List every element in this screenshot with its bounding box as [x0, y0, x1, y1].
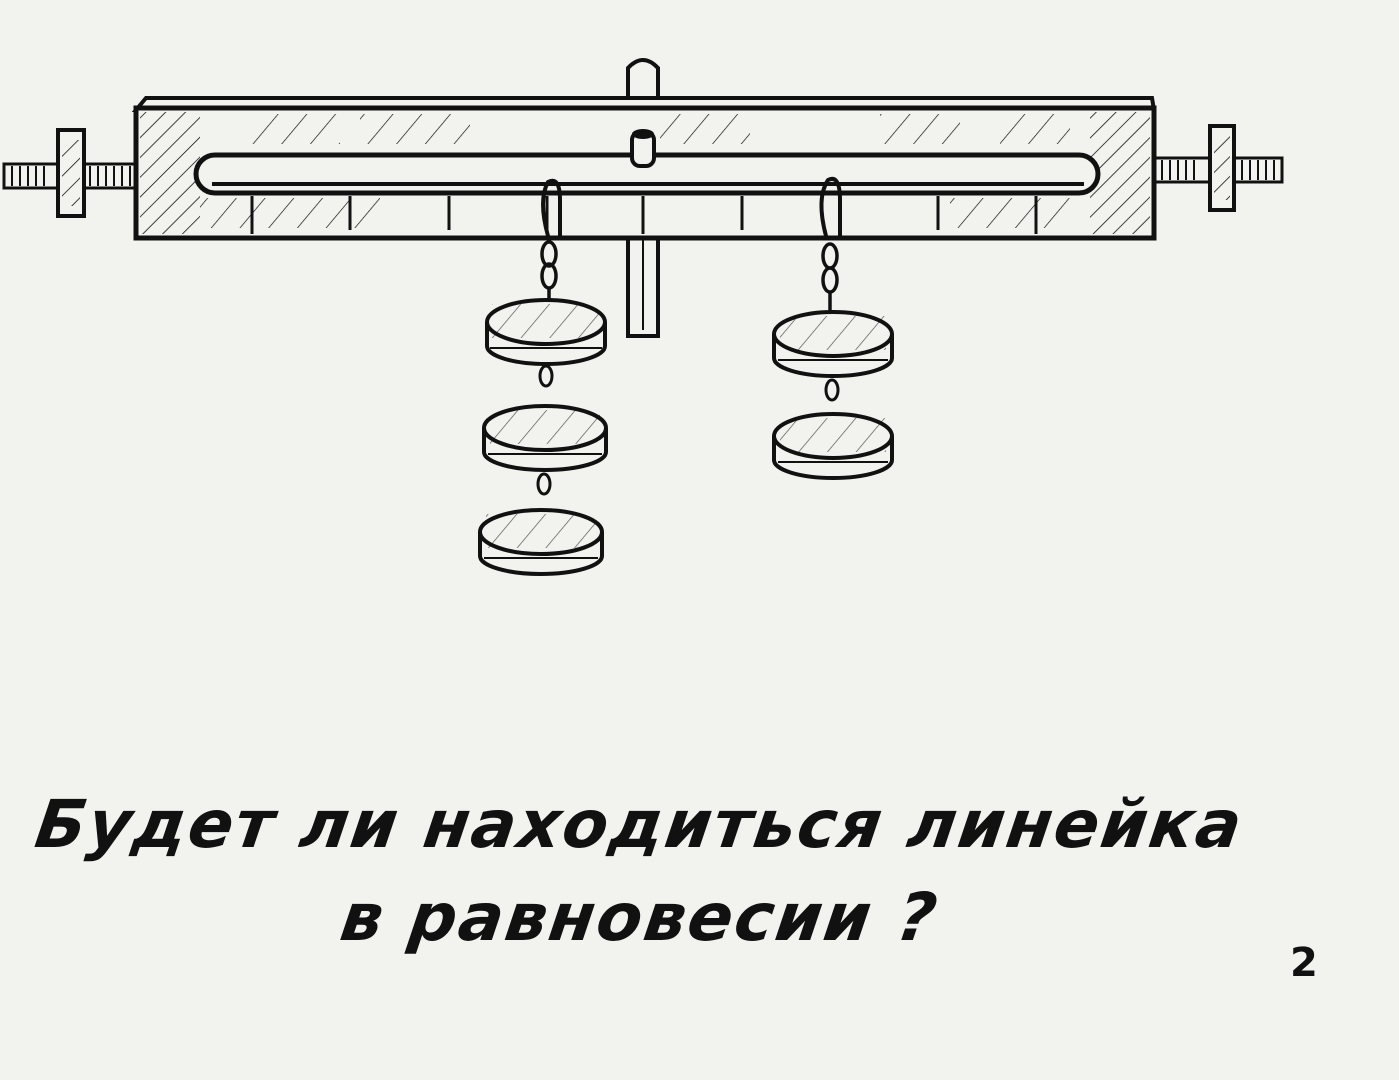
ruler: [131, 96, 1157, 241]
pivot-pin: [630, 129, 656, 168]
stand-pin: [626, 58, 660, 338]
disk-left-1: [485, 298, 607, 366]
disk-left-2: [482, 404, 608, 472]
left-weight-stack: [478, 178, 608, 576]
ruler-scale: [250, 196, 1038, 234]
right-screw: [1152, 124, 1284, 212]
disk-right-1: [772, 310, 894, 378]
disk-right-2: [772, 412, 894, 480]
disk-left-3: [478, 508, 604, 576]
question-line-2: в равновесии ?: [335, 879, 944, 956]
left-screw: [2, 128, 140, 218]
question-line-1: Будет ли находиться линейка: [30, 786, 1249, 863]
right-weight-stack: [772, 177, 894, 480]
page-number: 2: [1290, 940, 1318, 986]
